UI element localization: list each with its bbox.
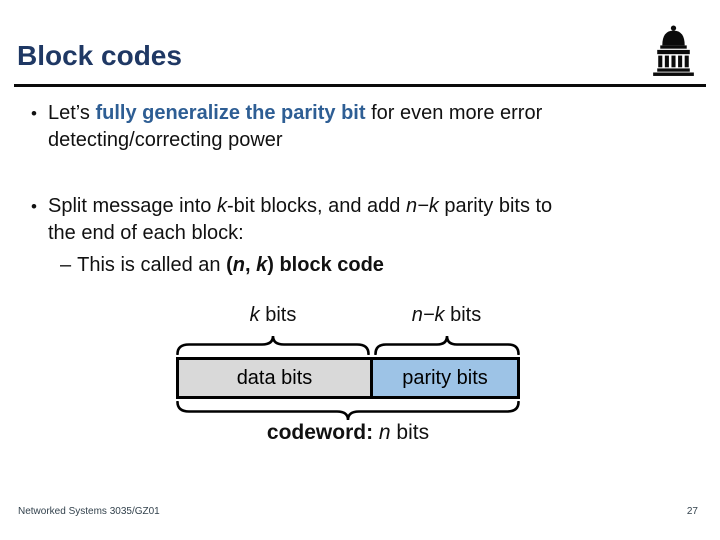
bullet-split-message: • Split message into k-bit blocks, and a…	[28, 193, 693, 247]
bullet2-line1: Split message into k-bit blocks, and add…	[48, 193, 693, 220]
codeword-bold: codeword:	[266, 421, 379, 444]
k-bits-label: k bits	[176, 304, 370, 330]
data-bits-box-label: data bits	[236, 366, 313, 389]
parity-bits-box: parity bits	[373, 360, 517, 396]
bullet2-line2: the end of each block:	[48, 222, 244, 244]
bullet2-seg3: parity bits to	[438, 195, 553, 217]
subbullet-seg1: This is called an	[77, 254, 227, 276]
codeword-brace-icon	[176, 401, 520, 421]
n-minus-k-bits-label: n−k bits	[373, 304, 520, 330]
comma: ,	[244, 254, 257, 276]
bullet-marker: •	[31, 104, 37, 123]
bullet1-line2: detecting/correcting power	[48, 129, 283, 151]
bullet2-seg1: Split message into	[48, 195, 217, 217]
codeword-label: codeword: n bits	[176, 421, 520, 445]
k-bits-rest: bits	[259, 304, 297, 326]
n-minus-k-bits-brace-icon	[374, 335, 520, 355]
dash-marker: –	[60, 254, 72, 276]
bullet-generalize-parity: • Let’s fully generalize the parity bit …	[28, 100, 693, 154]
footer-page-number: 27	[686, 506, 698, 517]
bullet2-seg2: -bit blocks, and add	[226, 195, 406, 217]
bullet1-highlight: fully generalize the parity bit	[95, 102, 366, 124]
university-portico-logo-icon	[653, 25, 694, 76]
subbullet-block-code: –This is called an (n, k) block code	[60, 252, 700, 278]
var-n-minus-k: n−k	[411, 304, 445, 326]
var-n: n	[378, 421, 391, 444]
title-divider	[14, 84, 706, 87]
subbullet-bold: (n, k) block code	[226, 254, 384, 276]
paren-open: (	[226, 254, 233, 276]
var-k: k	[249, 304, 260, 326]
block-code-text: ) block code	[267, 254, 384, 276]
var-n: n	[232, 254, 245, 276]
codeword-diagram: data bits parity bits	[176, 357, 520, 399]
data-bits-box: data bits	[179, 360, 373, 396]
page-title: Block codes	[17, 40, 182, 71]
codeword-rest: bits	[390, 421, 430, 444]
bullet-marker: •	[31, 197, 37, 216]
parity-bits-box-label: parity bits	[402, 366, 488, 389]
bullet1-post: for even more error	[365, 102, 543, 124]
bullet1-line1: Let’s fully generalize the parity bit fo…	[48, 100, 693, 127]
k-bits-brace-icon	[176, 335, 370, 355]
var-n-minus-k: n−k	[405, 195, 439, 217]
bullet1-pre: Let’s	[48, 102, 96, 124]
var-k: k	[216, 195, 227, 217]
nk-bits-rest: bits	[444, 304, 482, 326]
footer-course-label: Networked Systems 3035/GZ01	[18, 506, 160, 517]
var-k: k	[256, 254, 268, 276]
